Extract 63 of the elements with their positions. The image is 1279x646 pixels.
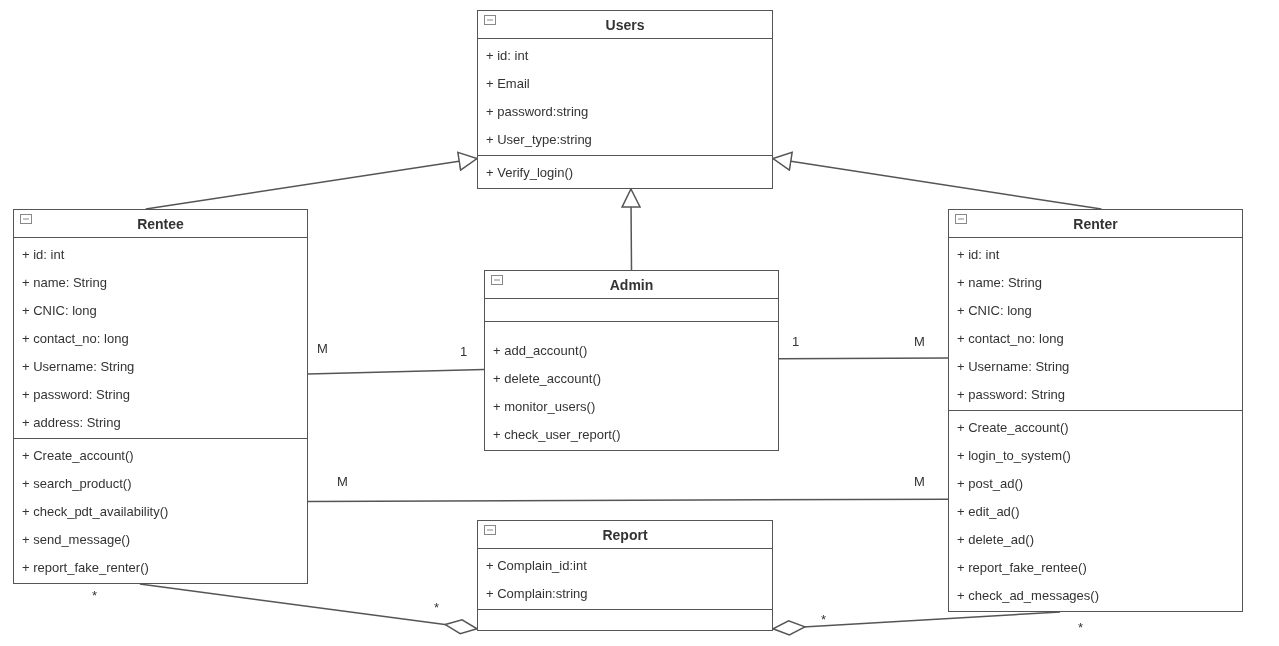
class-method: + report_fake_renter() xyxy=(22,560,149,575)
class-attribute: + password: String xyxy=(22,387,131,402)
class-attribute: + CNIC: long xyxy=(957,303,1032,318)
class-attribute: + CNIC: long xyxy=(22,303,97,318)
class-attribute: + password: String xyxy=(957,387,1066,402)
multiplicity-label: * xyxy=(1078,620,1084,635)
association-line xyxy=(307,498,949,503)
multiplicity-label: M xyxy=(914,334,925,349)
association-line xyxy=(307,368,485,375)
class-method: + delete_account() xyxy=(493,371,602,386)
class-name: Report xyxy=(602,527,648,543)
multiplicity-label: M xyxy=(337,474,348,489)
class-method: + edit_ad() xyxy=(957,504,1020,519)
class-method: + Create_account() xyxy=(22,448,134,463)
generalization-arrow xyxy=(621,188,641,271)
class-method: + check_user_report() xyxy=(493,427,621,442)
class-name: Renter xyxy=(1073,216,1118,232)
class-attribute: + User_type:string xyxy=(486,132,592,147)
class-method: + report_fake_rentee() xyxy=(957,560,1087,575)
class-method: + Create_account() xyxy=(957,420,1069,435)
class-method: + login_to_system() xyxy=(957,448,1071,463)
class-attribute: + name: String xyxy=(22,275,107,290)
class-attribute: + Complain_id:int xyxy=(486,558,587,573)
class-attribute: + Username: String xyxy=(22,359,135,374)
class-attribute: + contact_no: long xyxy=(22,331,129,346)
association-line xyxy=(778,357,949,360)
class-attribute: + id: int xyxy=(957,247,1000,262)
multiplicity-label: * xyxy=(821,612,827,627)
class-method: + monitor_users() xyxy=(493,399,596,414)
class-attribute: + Username: String xyxy=(957,359,1070,374)
class-method: + post_ad() xyxy=(957,476,1024,491)
class-method: + add_account() xyxy=(493,343,588,358)
class-attribute: + address: String xyxy=(22,415,121,430)
generalization-arrow xyxy=(145,151,478,210)
class-attribute: + Complain:string xyxy=(486,586,588,601)
class-method: + check_pdt_availability() xyxy=(22,504,169,519)
class-attribute: + contact_no: long xyxy=(957,331,1064,346)
multiplicity-label: 1 xyxy=(792,334,800,349)
class-name: Users xyxy=(605,17,645,33)
class-method: + check_ad_messages() xyxy=(957,588,1099,603)
uml-class-box xyxy=(477,520,773,631)
class-attribute: + id: int xyxy=(22,247,65,262)
multiplicity-label: * xyxy=(434,600,440,615)
class-name: Admin xyxy=(609,277,654,293)
class-method: + delete_ad() xyxy=(957,532,1034,547)
class-attribute: + name: String xyxy=(957,275,1042,290)
class-attribute: + password:string xyxy=(486,104,589,119)
class-method: + Verify_login() xyxy=(486,165,574,180)
class-method: + send_message() xyxy=(22,532,131,547)
multiplicity-label: * xyxy=(92,588,98,603)
uml-class-box xyxy=(484,270,779,451)
multiplicity-label: M xyxy=(914,474,925,489)
multiplicity-label: 1 xyxy=(460,344,468,359)
generalization-arrow xyxy=(772,151,1103,210)
class-name: Rentee xyxy=(137,216,184,232)
uml-class-box xyxy=(477,10,773,189)
multiplicity-label: M xyxy=(317,341,328,356)
class-attribute: + Email xyxy=(486,76,530,91)
class-method: + search_product() xyxy=(22,476,132,491)
class-attribute: + id: int xyxy=(486,48,529,63)
uml-class-box xyxy=(948,209,1243,612)
aggregation-line xyxy=(139,583,478,635)
uml-class-box xyxy=(13,209,308,584)
